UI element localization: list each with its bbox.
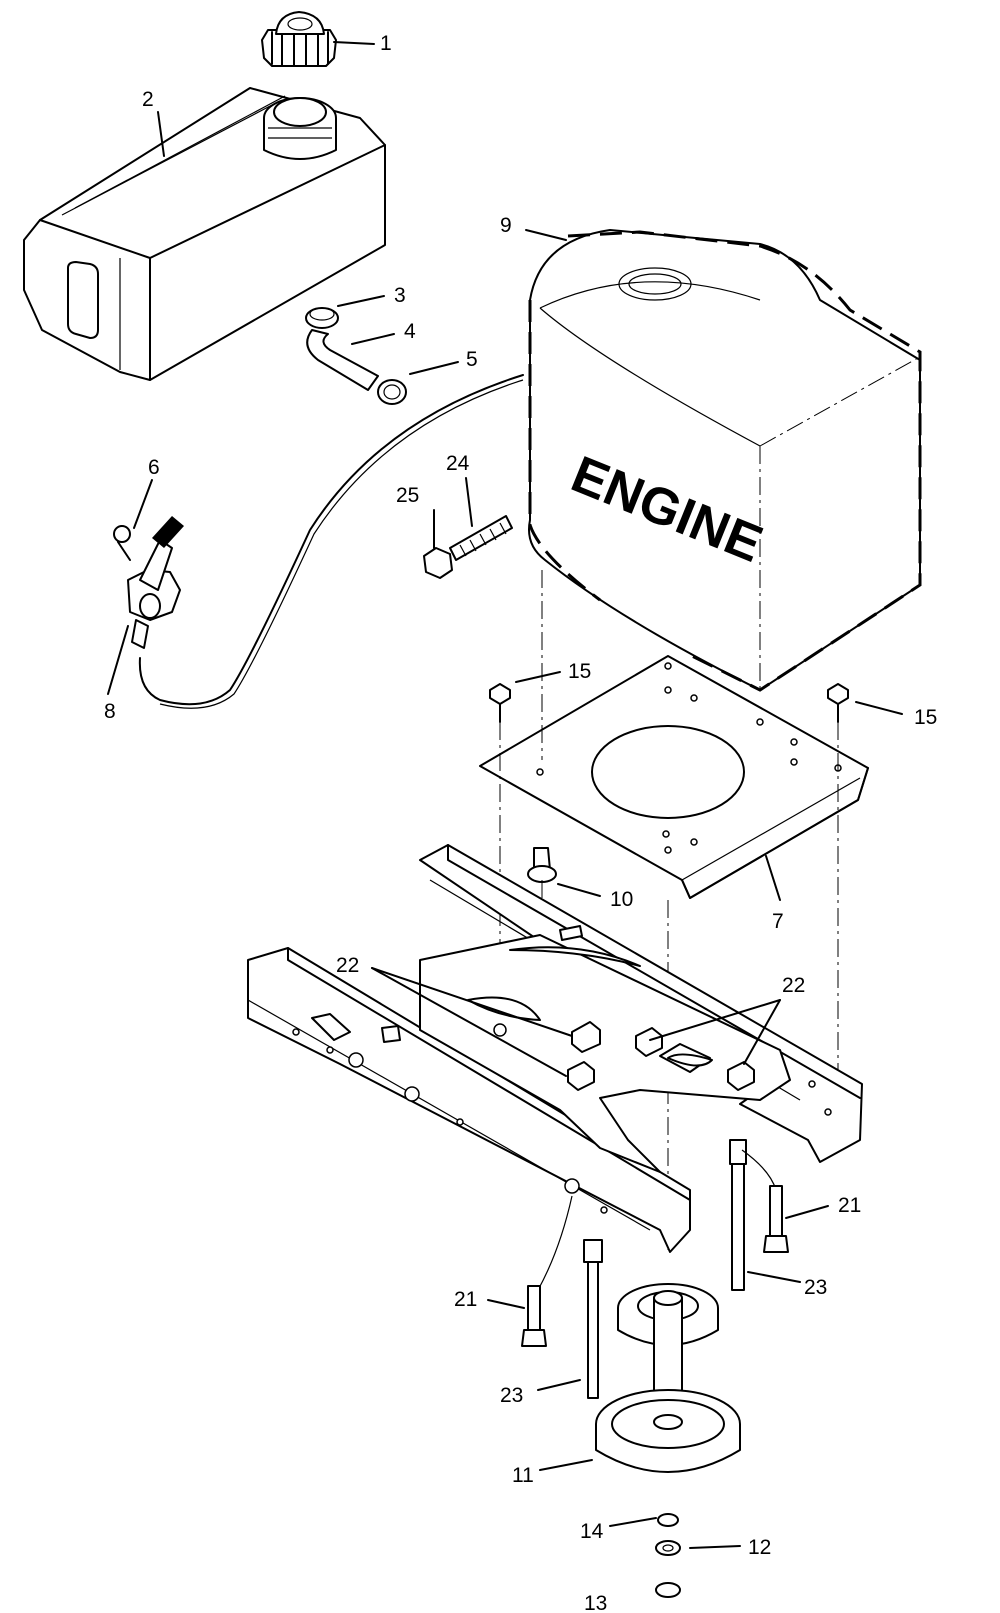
pulley-assembly xyxy=(595,1283,741,1473)
callout-3: 3 xyxy=(394,284,406,307)
callout-22-right: 22 xyxy=(782,974,805,997)
callout-1: 1 xyxy=(380,32,392,55)
bolt-left xyxy=(489,683,511,723)
bolt-10 xyxy=(527,847,557,883)
fuel-cap xyxy=(261,11,337,67)
bolt-right xyxy=(827,683,849,723)
callout-6: 6 xyxy=(148,456,160,479)
callout-9: 9 xyxy=(500,214,512,237)
callout-21-left: 21 xyxy=(454,1288,477,1311)
washers xyxy=(655,1513,681,1598)
callout-2: 2 xyxy=(142,88,154,111)
callout-23-right: 23 xyxy=(804,1276,827,1299)
fuel-tank xyxy=(23,87,386,381)
callout-8: 8 xyxy=(104,700,116,723)
engine: ENGINE xyxy=(528,229,922,692)
callout-11: 11 xyxy=(512,1464,534,1487)
throttle-control xyxy=(113,374,524,709)
callout-23-left: 23 xyxy=(500,1384,523,1407)
callout-22-left: 22 xyxy=(336,954,359,977)
callout-5: 5 xyxy=(466,348,478,371)
engine-plate xyxy=(479,655,869,899)
callout-10: 10 xyxy=(610,888,633,911)
callout-24: 24 xyxy=(446,452,470,475)
lower-hardware xyxy=(521,1139,789,1399)
callout-12: 12 xyxy=(748,1536,771,1559)
callout-15-left: 15 xyxy=(568,660,591,683)
leader-lines xyxy=(107,41,903,1549)
callout-14: 14 xyxy=(580,1520,604,1543)
callout-15-right: 15 xyxy=(914,706,937,729)
frame xyxy=(247,844,863,1253)
callout-25: 25 xyxy=(396,484,419,507)
callout-7: 7 xyxy=(772,910,784,933)
callout-13: 13 xyxy=(584,1592,607,1613)
stud-and-nut xyxy=(423,515,513,579)
callout-labels: 1 2 3 4 5 6 7 8 9 10 11 12 13 14 15 15 2… xyxy=(104,32,937,1613)
callout-21-right: 21 xyxy=(838,1194,861,1217)
fuel-line-assembly xyxy=(305,307,407,405)
callout-4: 4 xyxy=(404,320,416,343)
